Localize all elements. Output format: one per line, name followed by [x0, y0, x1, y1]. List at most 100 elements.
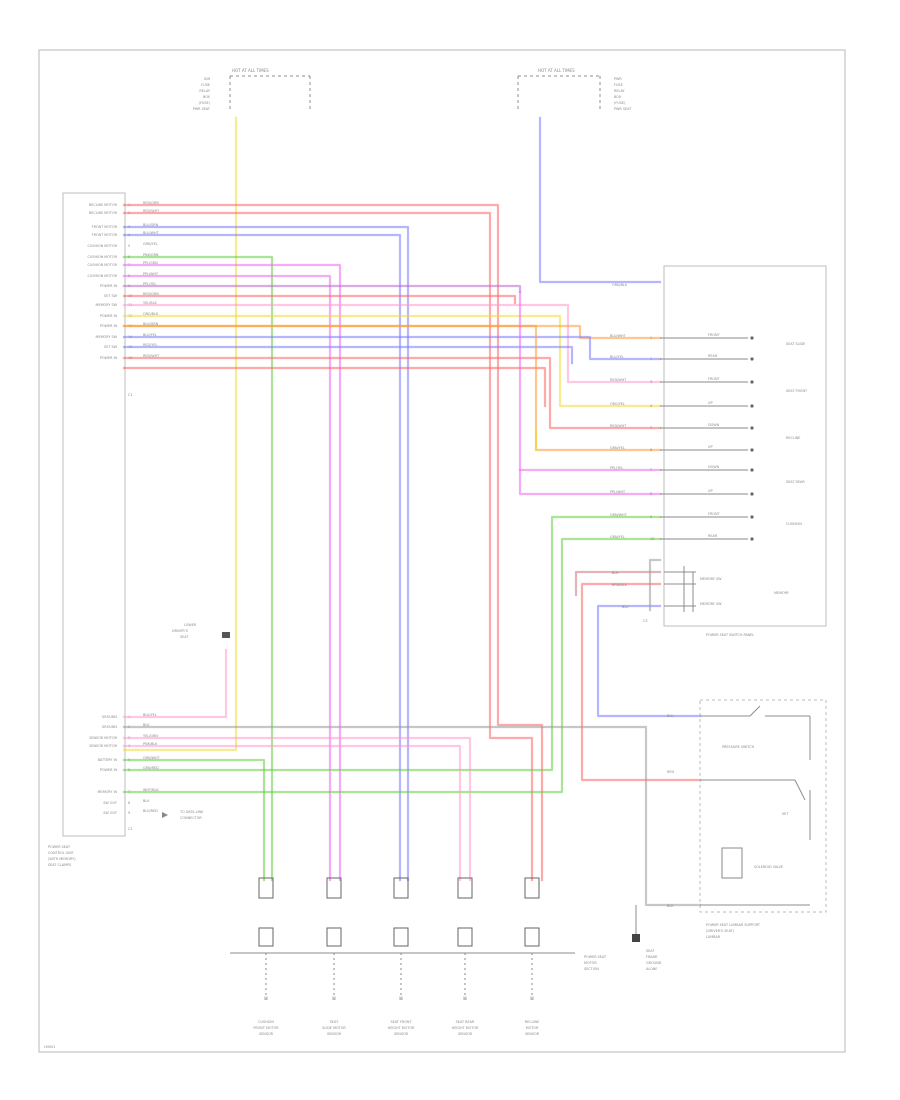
control-unit-pin-label: SW OUT [103, 801, 118, 805]
wire-tags-bottom: BLK/YELBLKYEL/GRNPNK/BLKGRN/WHTGRN/REDWH… [143, 713, 161, 813]
switch-panel-wire-tag: GRN/YEL [610, 446, 625, 450]
ground-label-line: LOWER [184, 623, 197, 627]
wire-power-in-4 [122, 366, 547, 408]
control-unit-pin-number: 8 [128, 801, 130, 805]
wire-power-in-3 [122, 335, 662, 361]
data-link-line: TO DATA LINK [179, 810, 204, 814]
control-unit-pin-label: GROUND [102, 715, 118, 719]
wire-switch-input-6 [122, 537, 662, 794]
motor-connector-icon [524, 877, 540, 899]
switch-panel-wire-tag: BLU/WHT [610, 334, 627, 338]
ground-frame-line: GROUND [646, 961, 662, 965]
switch-panel-contact-label: UP [708, 401, 713, 405]
motor-label-line: SEAT FRONT [390, 1020, 412, 1024]
switch-contact-icon [750, 357, 754, 361]
fuse-right-line: RELAY [614, 89, 626, 93]
lumbar-switch-label: SET [782, 812, 789, 816]
motor-connector-icon [258, 927, 274, 947]
control-unit-pin-label: MEMORY IN [98, 790, 118, 794]
switch-panel-pin-number: 6 [650, 448, 652, 452]
lumbar-switch-label: SOLENOID VALVE [754, 865, 783, 869]
wire-front-motor-1 [122, 225, 410, 882]
control-unit-pin-label: SW OUT [103, 811, 118, 815]
motor-connector-icon [524, 927, 540, 947]
control-unit-pin-label: MEMORY SW [96, 335, 118, 339]
wire-color-tag: RED/GRN [143, 292, 159, 296]
switch-contact-icon [750, 380, 754, 384]
control-unit-title-line: POWER SEAT [48, 845, 71, 849]
lumbar-wire: BLU [667, 714, 674, 718]
wire-recline-motor-1 [122, 203, 544, 882]
wire-set-sw-2 [122, 356, 662, 430]
switch-panel-pin-number: 4 [650, 404, 652, 408]
control-unit-title: POWER SEAT CONTROL UNIT (WITH MEMORY) SE… [48, 845, 76, 867]
wire-cushion-motor-1 [122, 255, 274, 882]
ground-label-line: DRIVER'S [172, 629, 188, 633]
fuse-label-left: HOT AT ALL TIMES IGN FUSE RELAY BOX (FUS… [193, 68, 311, 112]
fuse-right-line: (FUSE) [614, 101, 626, 105]
fuse-right-line: BOX [614, 95, 622, 99]
control-unit-pin-label: MEMORY SW [96, 303, 118, 307]
footer-code: LM001 [44, 1045, 55, 1049]
switch-panel-wire-tag: RED/WHT [610, 378, 627, 382]
motor-symbol-label: M [463, 996, 467, 1001]
switch-group-label: SEAT SLIDE [786, 342, 805, 346]
switch-panel-wire-tag: GRN/WHT [610, 513, 628, 517]
wire-color-tag: PNK/BLK [143, 742, 158, 746]
wire-cushion-motor-2 [122, 263, 342, 882]
wire-ground-1 [122, 648, 228, 719]
switch-panel-pin-number: 3 [650, 380, 652, 384]
wire-color-tag: YEL/GRN [143, 734, 158, 738]
control-unit-title-line: CONTROL UNIT [48, 851, 75, 855]
wire-color-tag: GRN/WHT [143, 756, 161, 760]
motor-label-line: SLIDE MOTOR [322, 1026, 346, 1030]
switch-contact-icon [750, 537, 754, 541]
switch-panel-contact-label: REAR [708, 354, 718, 358]
switch-panel-wire-tag: ORG/YEL [610, 402, 625, 406]
lumbar-unit-box [699, 699, 827, 913]
control-unit-pin-label: GROUND [102, 725, 118, 729]
lumbar-switches: PRESSURE SWITCH SET SOLENOID VALVE [700, 705, 811, 906]
wire-fuse-feed-right [538, 116, 662, 284]
switch-panel-title: POWER SEAT SWITCH PANEL [706, 633, 754, 637]
wire-color-tag: RED/GRN [143, 201, 159, 205]
ground-frame-line: ALONE [646, 967, 657, 971]
switch-panel-wire-tag: GRN/YEL [610, 535, 625, 539]
control-unit-pin-label: SET SW [104, 345, 118, 349]
switch-panel-pin-number: 5 [650, 426, 652, 430]
motor-label-line: SENSOR [327, 1032, 342, 1036]
control-unit-pin-label: POWER IN [100, 324, 118, 328]
wire-cushion-motor-4 [122, 284, 522, 294]
switch-panel-wire-tag: PPL/YEL [610, 466, 623, 470]
wire-battery-in [122, 758, 266, 882]
lumbar-switch-label: PRESSURE SWITCH [722, 745, 755, 749]
control-unit-box [62, 192, 126, 837]
switch-contact-icon [750, 426, 754, 430]
fuse-left-line: RELAY [199, 89, 211, 93]
control-unit-pin-label: SENSOR MOTOR [89, 744, 117, 748]
lumbar-wire: RED [667, 770, 674, 774]
control-unit-pin-label: SENSOR MOTOR [89, 736, 117, 740]
wire-tags-top: RED/GRNRED/WHTBLU/GRNBLU/WHTGRN/YELPNK/G… [143, 201, 160, 358]
motor-connector-line: SECTION [584, 967, 599, 971]
wire-fuse-feed-left [122, 116, 238, 752]
wire-power-in-1 [122, 294, 517, 305]
wire-front-motor-2 [122, 233, 402, 882]
memory-switch-block: BLK BRN/BLK BLU MEMORY SW MEMORY SW MEMO… [612, 566, 790, 612]
wire-color-tag: PPL/GRN [143, 261, 158, 265]
switch-panel-contact-label: UP [708, 445, 713, 449]
switch-contact-icon [750, 468, 754, 472]
fuse-left-line: BOX [203, 95, 211, 99]
switch-panel-contact-label: FRONT [708, 333, 721, 337]
ground-connector-icon [632, 934, 640, 942]
wire-memory-gnd [648, 558, 662, 612]
wire-color-tag: BLK [143, 799, 150, 803]
switch-group-label: CUSHION [786, 522, 802, 526]
switch-contact-icon [750, 492, 754, 496]
switch-panel-pin-number: 9 [650, 515, 652, 519]
wire-color-tag: PPL/WHT [143, 272, 159, 276]
wire-set-sw-1 [122, 303, 662, 384]
